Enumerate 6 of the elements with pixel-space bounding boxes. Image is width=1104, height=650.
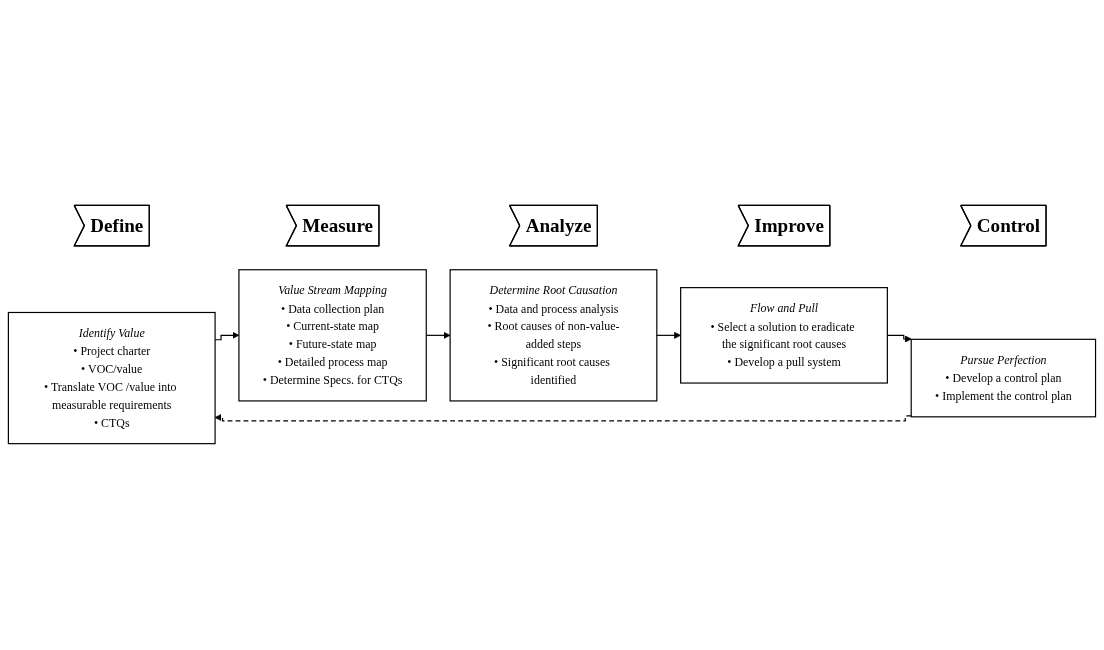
node-box: Identify Value • Project charter • VOC/value • Translate VOC /value into measurable requirements • CTQs	[7, 312, 216, 445]
node-box: Value Stream Mapping • Data collection plan • Current-state map • Future-state map • Detailed process map • Determine Specs. for CTQs	[238, 269, 427, 402]
node-box: Flow and Pull • Select a solution to eradicate the significant root causes • Develop a pull system	[680, 287, 888, 385]
node-box: Determine Root Causation • Data and process analysis • Root causes of non-value-added steps • Significant root causes identified	[449, 269, 658, 402]
node-box: Pursue Perfection • Develop a control plan • Implement the control plan	[910, 339, 1097, 418]
arrow	[656, 332, 681, 340]
